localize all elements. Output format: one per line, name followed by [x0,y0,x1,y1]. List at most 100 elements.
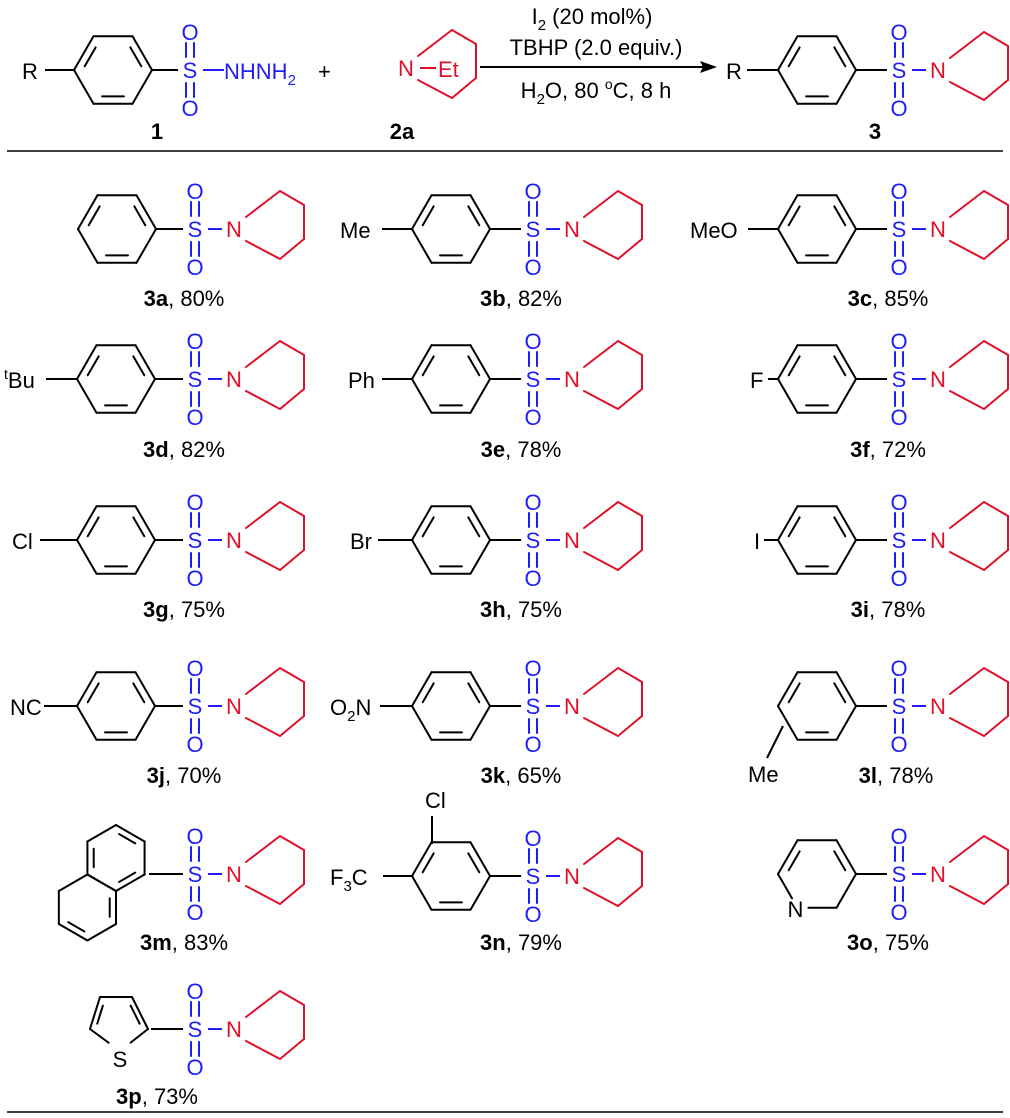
pyrrolidine-nitrogen: N [564,367,580,392]
entry-3m: SOO N 3m, 83% [57,824,305,955]
pyrrolidine-nitrogen: N [930,694,946,719]
sulfur-atom: S [892,367,907,392]
entry-3k: O2N SOO N 3k, 65% [330,656,643,788]
entry-3p: S SOO N 3p, 73% [89,979,305,1109]
ring-bond [617,501,643,517]
entry-3e-label: 3e, 78% [481,437,562,462]
entry-3o-label: 3o, 75% [847,930,929,955]
ring-bond [131,35,153,71]
ring-bond [245,240,281,260]
entry-3j-substituent: NC [10,695,42,720]
ring-bond [835,539,857,575]
entry-3n: Cl F3C SOO N 3n, 79% [330,788,643,955]
reactant-2-label: 2a [390,119,415,144]
ring-bond [835,194,857,230]
pyrrolidine-nitrogen: N [564,217,580,242]
arrow-head [700,61,717,73]
double-bond [83,46,97,68]
product-3: R SOO N 3 [726,20,1009,144]
double-bond [833,355,847,377]
sulfur-atom: S [892,528,907,553]
ring-bond [89,996,101,1030]
double-bond [787,355,801,377]
oxygen-atom: O [186,732,203,757]
ring-bond [134,671,156,707]
ring-bond [949,81,985,101]
ring-bond [279,883,305,905]
ring-bond [835,505,857,541]
ring-bond [76,344,98,380]
ring-bond [583,717,619,737]
ring-bond [76,705,98,741]
pyrrolidine-nitrogen: N [226,217,242,242]
double-bond [467,516,481,538]
double-bond [67,921,86,933]
ring-bond [134,539,156,575]
oxygen-atom: O [186,566,203,591]
ring-bond [949,835,985,863]
entry-3f: F SOO N 3f, 72% [750,329,1009,462]
ring-bond [983,190,1009,206]
ring-bond [245,390,281,410]
double-bond [421,516,435,538]
reactant-1-label: 1 [151,119,163,144]
ring-bond [983,667,1009,683]
ring-bond [279,340,305,356]
product-pyrrolidine: N [930,31,1009,101]
oxygen-atom: O [186,405,203,430]
oxygen-atom: O [890,732,907,757]
ring-bond [411,344,433,380]
condition-catalyst: I2 (20 mol%) [532,4,653,34]
ring-bond [279,835,305,851]
oxygen-atom: O [524,405,541,430]
pyrrolidine-nitrogen: N [930,367,946,392]
entry-3b: Me SOO N 3b, 82% [340,179,643,311]
sulfur-atom: S [526,367,541,392]
sulfur-atom: S [526,694,541,719]
ring-bond [949,501,985,529]
reactant-2: N Et 2a [390,29,477,144]
ring-bond [417,29,453,57]
double-bond [86,355,100,377]
entry-3c: MeO SOO N 3c, 85% [690,179,1009,311]
entry-3o: N SOO N 3o, 75% [777,824,1009,955]
oxygen-atom: O [890,179,907,204]
oxygen-atom: O [181,20,198,45]
sulfur-atom: S [526,528,541,553]
ring-bond [583,501,619,529]
reaction-equation: R SOO NHNH2 1 + N Et 2a I2 (20 mol%) TBH… [22,4,1009,144]
oxygen-atom: O [524,656,541,681]
ring-bond [77,194,99,230]
double-bond [787,516,801,538]
sulfur-atom: S [892,58,907,83]
ring-bond [835,705,857,741]
ring-bond [983,340,1009,356]
ring-bond [115,824,146,843]
ring-bond [777,194,799,230]
entry-3f-substituent: F [750,368,763,393]
ring-bond [583,190,619,218]
sulfur-atom: S [188,217,203,242]
ring-bond [949,240,985,260]
ring-bond [135,194,157,230]
ring-bond [777,69,799,105]
ring-bond [411,194,433,230]
ring-bond [411,671,433,707]
oxygen-atom: O [890,255,907,280]
ring-bond [129,1028,149,1044]
oxygen-atom: O [890,656,907,681]
ring-bond [411,705,433,741]
entry-3i-label: 3i, 78% [851,597,926,622]
double-bond [421,852,435,874]
sulfur-atom: S [892,217,907,242]
pyrrolidine-nitrogen: N [564,528,580,553]
condition-solvent-temp-time: H2O, 80 oC, 8 h [521,76,672,108]
ring-bond [86,824,117,843]
entry-3c-label: 3c, 85% [848,286,929,311]
sulfur-atom: S [892,694,907,719]
sulfur-atom: S [892,862,907,887]
reactant-1-sulfonyl: SOO [181,20,198,121]
oxygen-atom: O [890,20,907,45]
ring-bond [583,390,619,410]
ring-bond [279,549,305,571]
